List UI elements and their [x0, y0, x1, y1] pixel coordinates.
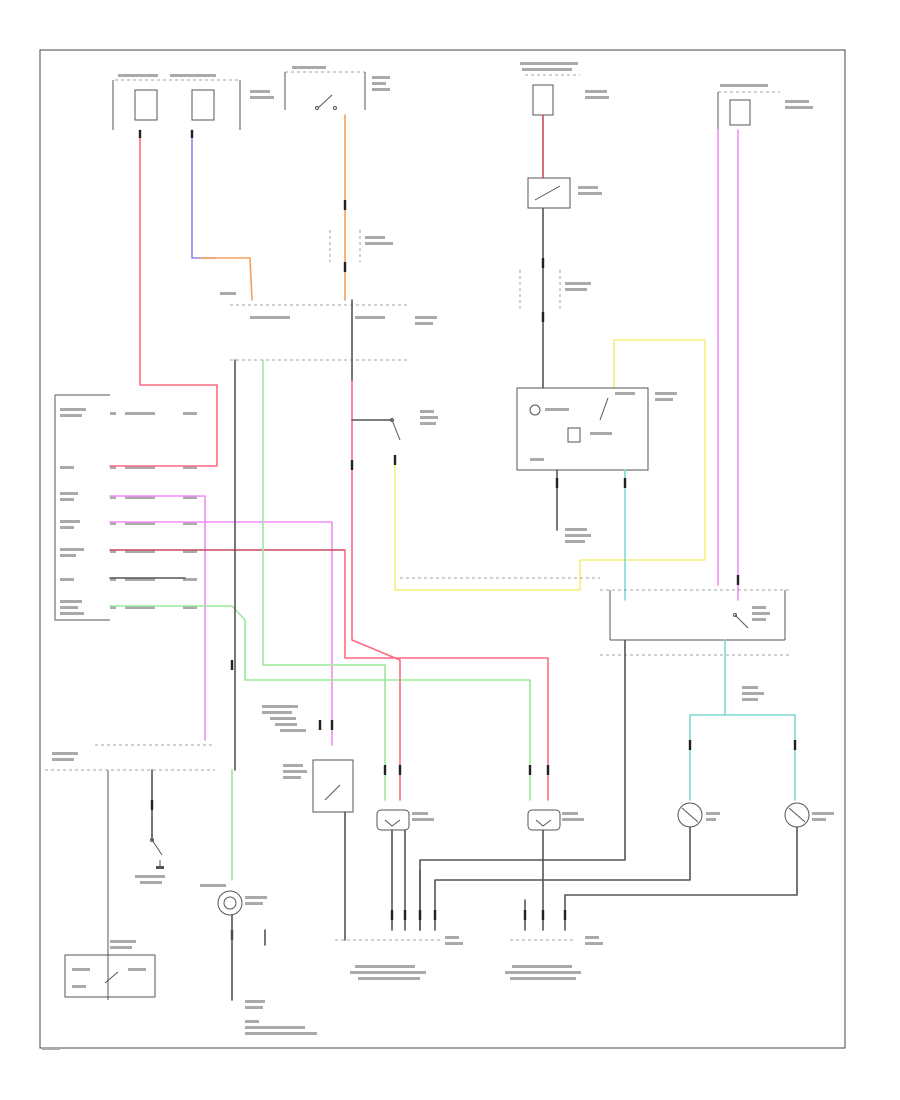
wire-green-lower [244, 619, 531, 801]
ground-bar-right [505, 936, 603, 980]
wire-violet-row-1 [109, 495, 206, 741]
wire-black-fog-left [434, 826, 691, 931]
fuse-box-center [520, 62, 609, 116]
connector-label-cluster [262, 705, 306, 732]
relay-icon [527, 177, 602, 209]
lamp-icon [376, 809, 410, 831]
relay-right [600, 589, 790, 656]
wire-orange [199, 257, 253, 301]
wire-black-fog-right [564, 826, 798, 931]
bottom-switch-box [64, 940, 156, 998]
motor-icon [529, 404, 541, 416]
wire-black-relay [419, 639, 626, 931]
wire-light-blue-relay [689, 639, 726, 801]
connector-icon [519, 270, 591, 310]
lamp-icon [200, 884, 267, 916]
fuse-box-left [112, 74, 274, 130]
wire-red-right [344, 549, 549, 801]
ignition-switch [284, 66, 390, 110]
switch-icon [315, 94, 337, 110]
ground-switch [45, 744, 215, 1000]
wire-yellow [394, 339, 706, 591]
switch-icon [733, 613, 749, 629]
wire-violet-row-2 [109, 521, 333, 746]
lamp-icon [784, 802, 810, 828]
headlamp-switch-module [54, 394, 197, 621]
wire-green-row [109, 605, 246, 621]
ground-bar-left [335, 936, 463, 980]
lamp-icon [677, 802, 703, 828]
switch-icon [150, 838, 163, 856]
dimmer-switch [283, 759, 354, 813]
wire-green-main [262, 359, 386, 801]
wire-red [139, 129, 218, 466]
fuse-box-right [717, 84, 813, 130]
lamp-icon [527, 809, 561, 831]
wire-blue [191, 129, 216, 259]
connector-icon [329, 230, 393, 262]
switch-icon [390, 410, 438, 441]
wire-red-main [351, 379, 401, 801]
wire-light-blue-right [724, 714, 796, 801]
diagram-frame [39, 49, 846, 1049]
connector-icon [138, 130, 797, 940]
auto-lamp-module [516, 387, 677, 471]
ground-icon [156, 860, 164, 869]
